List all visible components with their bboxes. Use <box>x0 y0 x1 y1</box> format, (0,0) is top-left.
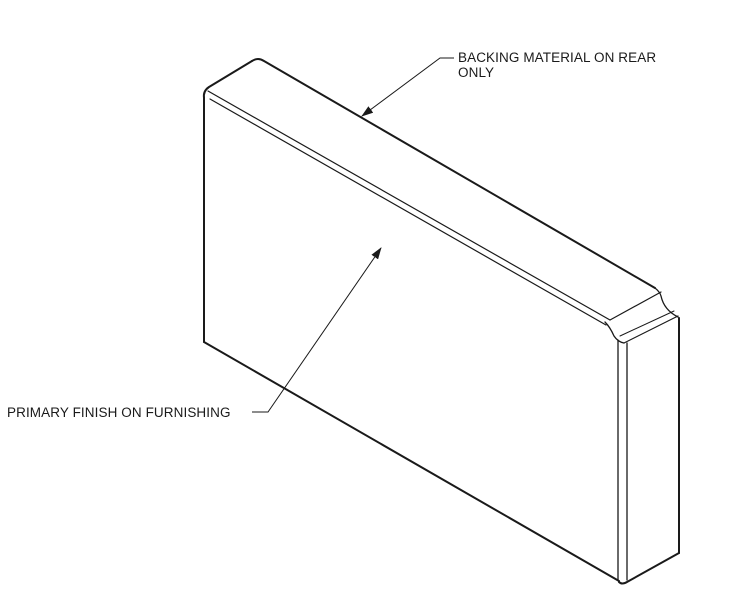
top-back-edge <box>251 58 656 289</box>
right-top-bevel-diag2 <box>619 310 675 337</box>
top-front-inner-edge <box>209 98 607 326</box>
backing-callout-line2: ONLY <box>458 65 495 80</box>
top-front-outer-edge <box>207 90 611 321</box>
panel-body <box>202 58 680 585</box>
backing-callout-line1: BACKING MATERIAL ON REAR <box>458 50 657 65</box>
right-top-bevel-front <box>604 321 625 344</box>
primary-callout-text: PRIMARY FINISH ON FURNISHING <box>7 405 231 420</box>
right-top-corner-outer <box>654 287 679 318</box>
backing-leader-line <box>361 57 454 117</box>
right-top-bevel-diag <box>623 315 679 344</box>
right-bottom-edge <box>618 552 680 585</box>
right-top-corner-back-line <box>609 291 662 321</box>
primary-finish-callout: PRIMARY FINISH ON FURNISHING <box>7 405 231 420</box>
leader-lines <box>252 57 454 413</box>
primary-leader-line <box>252 247 382 413</box>
top-left-edge <box>202 60 253 99</box>
front-bottom-edge <box>203 341 620 582</box>
backing-material-callout: BACKING MATERIAL ON REAR ONLY <box>458 50 656 80</box>
